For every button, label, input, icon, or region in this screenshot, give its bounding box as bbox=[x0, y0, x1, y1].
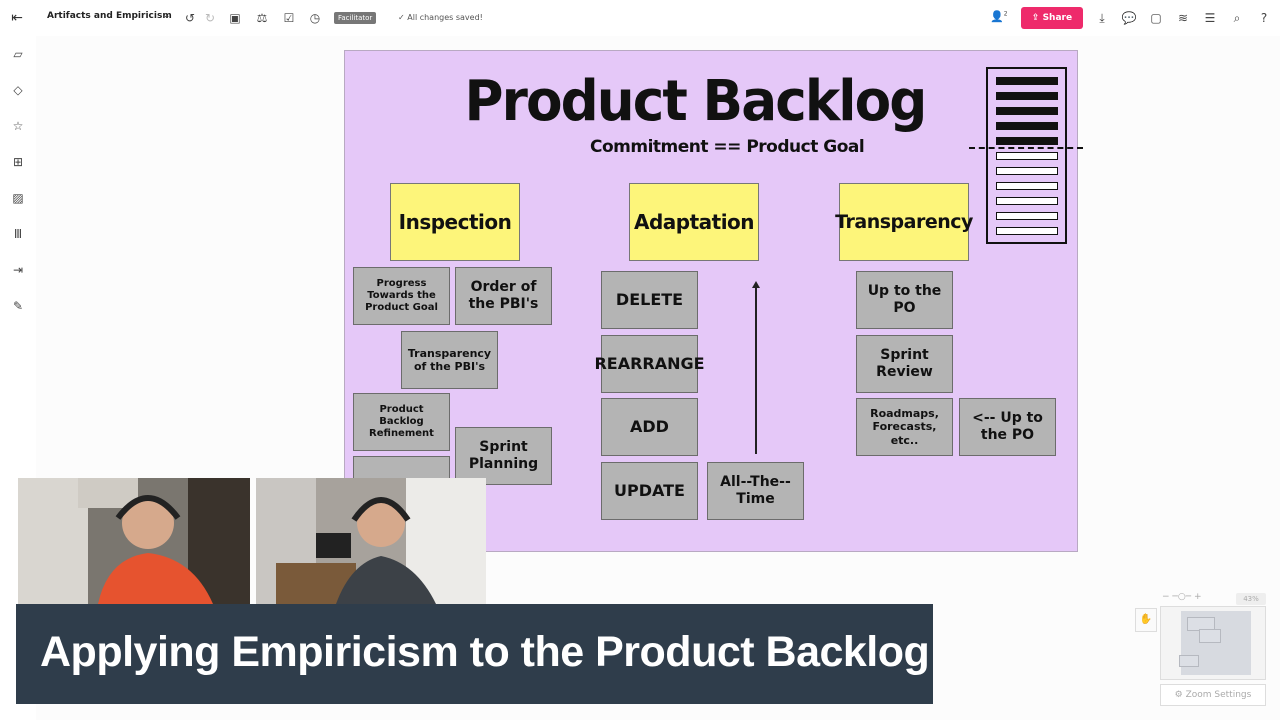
card-add[interactable]: ADD bbox=[601, 398, 698, 456]
whiteboard-frame[interactable]: Product Backlog Commitment == Product Go… bbox=[344, 50, 1083, 552]
sticky-adaptation[interactable]: Adaptation bbox=[629, 183, 759, 261]
board-subtitle: Commitment == Product Goal bbox=[590, 137, 865, 157]
sticky-note-icon[interactable]: ▱ bbox=[13, 47, 23, 61]
backlog-item-ready bbox=[996, 122, 1058, 130]
video-caption-text: Applying Empiricism to the Product Backl… bbox=[40, 628, 930, 676]
video-caption-bar: Applying Empiricism to the Product Backl… bbox=[16, 604, 933, 704]
webcam-feed-right bbox=[256, 478, 486, 604]
users-indicator[interactable]: 👤2 bbox=[990, 10, 1008, 23]
image-icon[interactable]: ▨ bbox=[12, 191, 24, 205]
chevron-down-icon[interactable]: ⌄ bbox=[163, 11, 171, 21]
activity-icon[interactable]: ≋ bbox=[1177, 11, 1189, 25]
search-icon[interactable]: ⌕ bbox=[1233, 11, 1241, 25]
download-icon[interactable]: ⤓ bbox=[1099, 11, 1105, 25]
exit-icon[interactable]: ⇥ bbox=[12, 263, 24, 277]
save-status: ✓ All changes saved! bbox=[398, 13, 483, 22]
share-button[interactable]: ⇪ Share bbox=[1021, 7, 1083, 29]
zoom-slider[interactable]: − ─○─ + bbox=[1162, 592, 1202, 602]
card-delete[interactable]: DELETE bbox=[601, 271, 698, 329]
star-icon[interactable]: ☆ bbox=[12, 119, 24, 133]
up-arrow-line bbox=[755, 286, 757, 454]
webcam-left-illustration bbox=[18, 478, 250, 604]
comment-icon[interactable]: ▢ bbox=[1150, 11, 1162, 25]
grid-icon[interactable]: ⊞ bbox=[12, 155, 24, 169]
card-update[interactable]: UPDATE bbox=[601, 462, 698, 520]
card-transparency-of-pbis[interactable]: Transparency of the PBI's bbox=[401, 331, 498, 389]
zoom-settings-label: Zoom Settings bbox=[1185, 690, 1252, 700]
pen-icon[interactable]: ✎ bbox=[12, 299, 24, 313]
checklist-icon[interactable]: ☑ bbox=[283, 11, 295, 25]
minimap-shape bbox=[1179, 655, 1199, 667]
zoom-percent[interactable]: 43% bbox=[1236, 593, 1266, 605]
minimap-shape bbox=[1199, 629, 1221, 643]
user-count: 2 bbox=[1003, 10, 1008, 18]
ready-line-dashed bbox=[969, 147, 1083, 149]
webcam-right-illustration bbox=[256, 478, 486, 604]
pan-hand-icon[interactable]: ✋ bbox=[1135, 608, 1157, 632]
backlog-item-unready bbox=[996, 152, 1058, 160]
backlog-item-ready bbox=[996, 77, 1058, 85]
card-arrow-up-to-po[interactable]: <-- Up to the PO bbox=[959, 398, 1056, 456]
backlog-item-unready bbox=[996, 212, 1058, 220]
card-sprint-review[interactable]: Sprint Review bbox=[856, 335, 953, 393]
backlog-item-ready bbox=[996, 107, 1058, 115]
backlog-item-unready bbox=[996, 227, 1058, 235]
chat-icon[interactable]: 💬 bbox=[1121, 11, 1137, 25]
card-sprint-planning[interactable]: Sprint Planning bbox=[455, 427, 552, 485]
undo-icon[interactable]: ↺ bbox=[184, 11, 196, 25]
minimap[interactable] bbox=[1160, 606, 1266, 680]
card-backlog-refinement[interactable]: Product Backlog Refinement bbox=[353, 393, 450, 451]
card-rearrange[interactable]: REARRANGE bbox=[594, 335, 705, 393]
top-toolbar: ⇤ Artifacts and Empiricism ⌄ ↺ ↻ ▣ ⚖ ☑ ◷… bbox=[0, 0, 1280, 36]
frame-icon[interactable]: ▣ bbox=[229, 11, 241, 25]
vote-icon[interactable]: ⚖ bbox=[256, 11, 268, 25]
sticky-transparency[interactable]: Transparency bbox=[835, 183, 973, 261]
help-icon[interactable]: ? bbox=[1260, 11, 1268, 25]
shapes-icon[interactable]: ◇ bbox=[13, 83, 23, 97]
backlog-stack-graphic[interactable] bbox=[986, 67, 1067, 244]
webcam-feed-left bbox=[18, 478, 250, 604]
backlog-item-unready bbox=[996, 167, 1058, 175]
backlog-item-ready bbox=[996, 137, 1058, 145]
back-arrow-icon[interactable]: ⇤ bbox=[11, 10, 23, 26]
backlog-item-ready bbox=[996, 92, 1058, 100]
timer-icon[interactable]: ◷ bbox=[309, 11, 321, 25]
up-arrow-head bbox=[752, 281, 760, 288]
card-progress-towards-goal[interactable]: Progress Towards the Product Goal bbox=[353, 267, 450, 325]
backlog-item-unready bbox=[996, 197, 1058, 205]
card-up-to-po[interactable]: Up to the PO bbox=[856, 271, 953, 329]
zoom-settings-button[interactable]: ⚙ Zoom Settings bbox=[1160, 684, 1266, 706]
board-title: Product Backlog bbox=[464, 69, 928, 134]
list-icon[interactable]: ☰ bbox=[1204, 11, 1216, 25]
card-order-of-pbis[interactable]: Order of the PBI's bbox=[455, 267, 552, 325]
sticky-inspection[interactable]: Inspection bbox=[390, 183, 520, 261]
card-all-the-time[interactable]: All--The--Time bbox=[707, 462, 804, 520]
facilitator-badge[interactable]: Facilitator bbox=[334, 12, 377, 24]
library-icon[interactable]: Ⅲ bbox=[13, 227, 23, 241]
share-label: Share bbox=[1042, 13, 1073, 23]
backlog-item-unready bbox=[996, 182, 1058, 190]
redo-icon[interactable]: ↻ bbox=[204, 11, 216, 25]
minimap-viewport[interactable] bbox=[1179, 611, 1251, 675]
card-roadmaps-forecasts[interactable]: Roadmaps, Forecasts, etc.. bbox=[856, 398, 953, 456]
document-title[interactable]: Artifacts and Empiricism bbox=[47, 11, 172, 21]
save-status-text: All changes saved! bbox=[407, 13, 483, 22]
